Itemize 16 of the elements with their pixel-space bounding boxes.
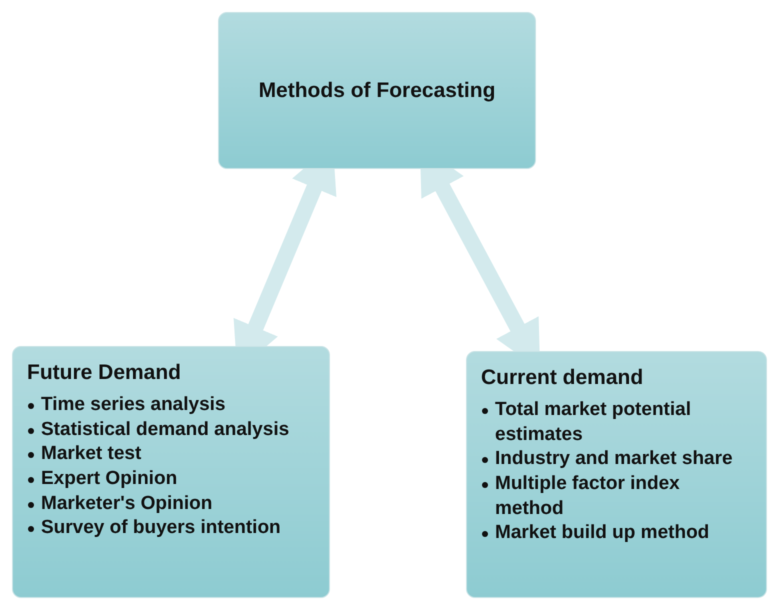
bullet-item: Market test — [41, 443, 142, 464]
bullet-item: Time series analysis — [41, 394, 226, 415]
bullet-item: Expert Opinion — [41, 468, 178, 490]
category-box — [466, 351, 767, 598]
bullet-item: Market build up method — [495, 522, 710, 544]
box-heading: Current demand — [481, 366, 644, 390]
bullet-item: Total market potential estimates — [495, 399, 692, 445]
bullet-item: Statistical demand analysis — [41, 418, 290, 440]
bullet-item: Multiple factor index method — [495, 473, 680, 519]
title-box — [218, 12, 536, 169]
bullet-item: Marketer's Opinion — [41, 492, 212, 514]
box-heading: Methods of Forecasting — [258, 78, 496, 102]
bullet-item: Survey of buyers intention — [41, 517, 281, 538]
box-heading: Future Demand — [27, 361, 182, 385]
bullet-item: Industry and market share — [495, 448, 733, 470]
category-box — [12, 346, 330, 598]
